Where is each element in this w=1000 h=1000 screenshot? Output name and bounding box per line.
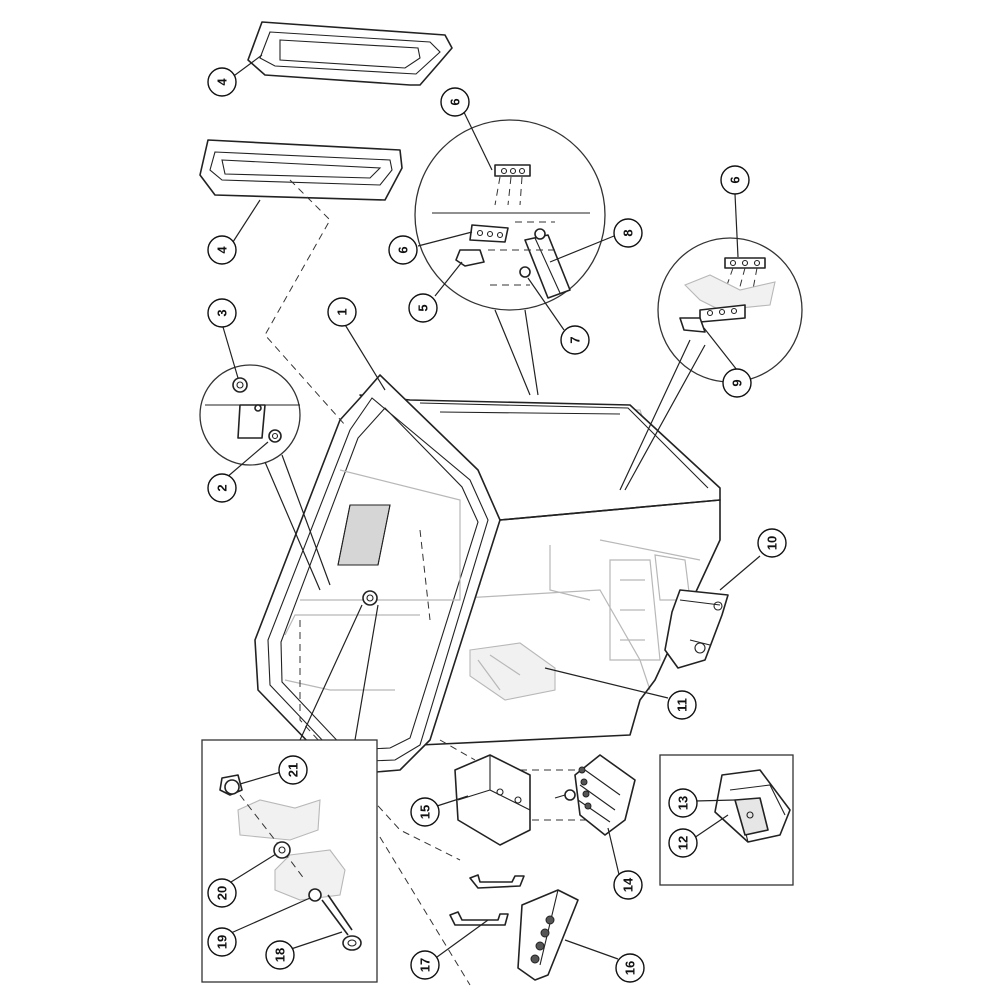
callout-label: 17 bbox=[418, 958, 433, 972]
callout-21: 21 bbox=[278, 755, 308, 785]
callout-label: 6 bbox=[396, 246, 411, 253]
inset-foot-pedal bbox=[659, 754, 794, 886]
callout-19: 19 bbox=[207, 927, 237, 957]
callout-label: 10 bbox=[765, 536, 780, 550]
callout-label: 1 bbox=[335, 308, 350, 315]
callout-5: 5 bbox=[408, 293, 438, 323]
callout-label: 4 bbox=[215, 246, 230, 254]
callout-13: 13 bbox=[668, 788, 698, 818]
callout-label: 6 bbox=[728, 176, 743, 183]
callout-18: 18 bbox=[265, 940, 295, 970]
callout-10: 10 bbox=[757, 528, 787, 558]
callout-label: 3 bbox=[215, 309, 230, 316]
callout-11: 11 bbox=[667, 690, 697, 720]
housing-body bbox=[254, 374, 721, 776]
callout-6-top: 6 bbox=[440, 87, 470, 117]
callout-label: 6 bbox=[448, 98, 463, 105]
side-bracket-10 bbox=[664, 589, 729, 669]
callout-label: 5 bbox=[416, 304, 431, 311]
callout-label: 19 bbox=[215, 935, 230, 949]
callout-20: 20 bbox=[207, 878, 237, 908]
callout-label: 14 bbox=[621, 877, 636, 892]
internal-module-11 bbox=[469, 642, 556, 701]
callout-label: 18 bbox=[273, 948, 288, 962]
cover-box-15 bbox=[454, 754, 531, 846]
detail-circle-top bbox=[414, 119, 606, 396]
callout-label: 15 bbox=[418, 805, 433, 819]
detail-circle-right bbox=[619, 237, 803, 491]
callout-9: 9 bbox=[722, 368, 752, 398]
gasket-lower bbox=[199, 139, 403, 201]
callout-label: 16 bbox=[623, 961, 638, 975]
callout-label: 7 bbox=[568, 336, 583, 343]
callout-label: 13 bbox=[676, 796, 691, 810]
callout-label: 2 bbox=[215, 484, 230, 491]
callout-4-lower: 4 bbox=[207, 235, 237, 265]
gasket-upper bbox=[247, 21, 453, 86]
housing-knob bbox=[299, 590, 379, 741]
callout-14: 14 bbox=[613, 870, 643, 900]
callout-3: 3 bbox=[207, 298, 237, 328]
callout-leaders bbox=[222, 54, 761, 960]
callout-7: 7 bbox=[560, 325, 590, 355]
callout-label: 20 bbox=[215, 886, 230, 900]
terminal-block-14 bbox=[554, 754, 636, 836]
callout-12: 12 bbox=[668, 828, 698, 858]
callout-15: 15 bbox=[410, 797, 440, 827]
callout-17: 17 bbox=[410, 950, 440, 980]
callout-label: 12 bbox=[676, 836, 691, 850]
callout-label: 9 bbox=[730, 379, 745, 386]
callout-4-upper: 4 bbox=[207, 67, 237, 97]
callout-6-right: 6 bbox=[720, 165, 750, 195]
callout-label: 4 bbox=[215, 78, 230, 86]
control-pendant-16 bbox=[517, 889, 579, 981]
callout-2: 2 bbox=[207, 473, 237, 503]
callouts: 4 4 6 6 6 8 5 7 3 1 2 9 bbox=[207, 67, 787, 983]
callout-6-middle: 6 bbox=[388, 235, 418, 265]
callout-1: 1 bbox=[327, 297, 357, 327]
callout-label: 11 bbox=[675, 698, 690, 712]
callout-16: 16 bbox=[615, 953, 645, 983]
detail-circle-left bbox=[199, 364, 331, 591]
callout-8: 8 bbox=[613, 218, 643, 248]
mounting-brackets-17 bbox=[449, 874, 525, 926]
callout-label: 21 bbox=[286, 763, 301, 777]
callout-label: 8 bbox=[621, 229, 636, 236]
